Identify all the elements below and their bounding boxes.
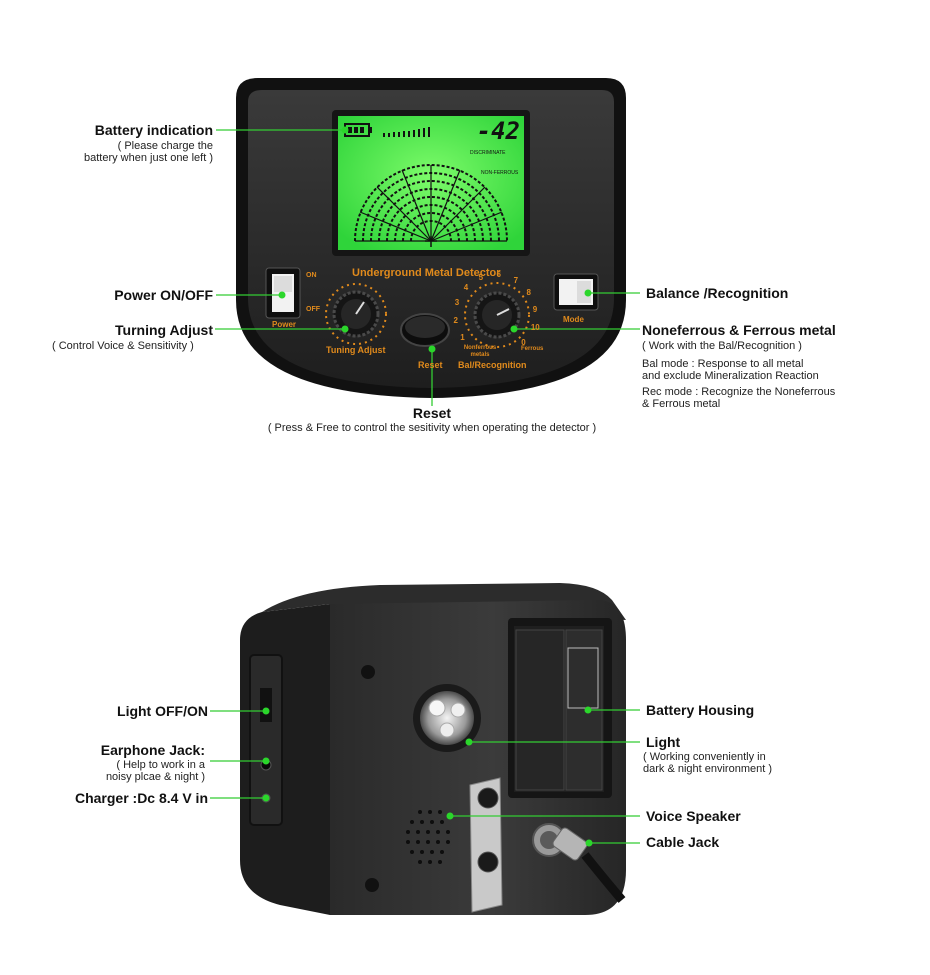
rec-mode-line1: Rec mode : Recognize the Noneferrous [642,386,836,398]
cable-jack-title: Cable Jack [646,834,720,850]
dial-number: 7 [513,275,519,285]
earphone-jack-sub2: noisy plcae & night ) [105,771,205,783]
dial-number: 4 [463,282,469,292]
power-on-label: ON [306,272,317,279]
lcd-arc-spokes [355,165,507,242]
back-device [240,583,626,915]
tuning-adjust-label: Tuning Adjust [326,345,386,355]
rec-mode-line2: & Ferrous metal [642,398,721,410]
light-sub2: dark & night environment ) [643,763,773,775]
turning-adjust-title: Turning Adjust [115,322,213,338]
voice-speaker-title: Voice Speaker [646,808,741,824]
panel-title: Underground Metal Detector [352,267,501,279]
dial-number: 2 [453,316,458,326]
power-label: Power [272,320,297,329]
cable-jack [532,823,626,903]
mount-bracket [469,777,503,913]
bal-mode-line2: and exclude Mineralization Reaction [642,370,819,382]
dial-number: 8 [526,288,531,298]
side-control-panel [249,654,283,826]
light-offon-title: Light OFF/ON [117,703,208,719]
charger-title: Charger :Dc 8.4 V in [74,790,208,806]
dial-number: 1 [460,332,465,342]
power-onoff-title: Power ON/OFF [114,287,213,303]
light-switch [260,688,272,722]
balance-recognition-title: Balance /Recognition [646,285,789,301]
dial-number: 10 [530,323,540,333]
bal-mode-line1: Bal mode : Response to all metal [642,358,804,370]
tuning-knob [325,283,387,345]
nonferrous-small-label: Nonferrous metals [463,345,497,358]
battery-housing-title: Battery Housing [646,702,755,718]
battery-indication-sub2: battery when just one left ) [83,152,213,164]
noneferrous-ferrous-sub: ( Work with the Bal/Recognition ) [642,340,802,352]
dial-number: 6 [496,270,501,280]
back-leader-lines [210,709,640,844]
dial-number: 9 [532,305,538,315]
light-title: Light [646,734,681,750]
front-device [236,78,626,398]
lcd-discriminate: DISCRIMINATE [470,150,506,156]
lcd-nonferrous: NON-FERROUS [481,170,519,176]
earphone-jack-sub1: ( Help to work in a [116,759,205,771]
reset-label: Reset [418,360,443,370]
reset-sub: ( Press & Free to control the sesitivity… [267,422,597,434]
battery-indication-sub1: ( Please charge the [117,140,213,152]
lcd-number: -42 [476,117,520,145]
dial-number: 3 [454,298,460,308]
front-leader-lines [215,129,640,406]
battery-indication-title: Battery indication [94,122,213,138]
turning-adjust-sub: ( Control Voice & Sensitivity ) [52,340,194,352]
dial-number: 0 [521,338,526,348]
front-marker-dots [278,126,592,353]
earphone-jack-title: Earphone Jack: [100,742,205,758]
voice-speaker [406,810,450,864]
reset-title: Reset [412,405,452,421]
bal-recognition-knob [464,282,530,348]
power-off-label: OFF [306,306,320,313]
lcd-crosshair-icon [425,236,437,247]
back-marker-dots [262,706,593,847]
mode-label: Mode [563,315,584,324]
dial-number: 5 [478,272,484,282]
bal-recognition-label: Bal/Recognition [458,360,527,370]
lcd-signal-bars [383,127,430,137]
noneferrous-ferrous-title: Noneferrous & Ferrous metal [642,322,836,338]
light-sub1: ( Working conveniently in [643,751,766,763]
ferrous-small-label: Ferrous [521,346,544,352]
